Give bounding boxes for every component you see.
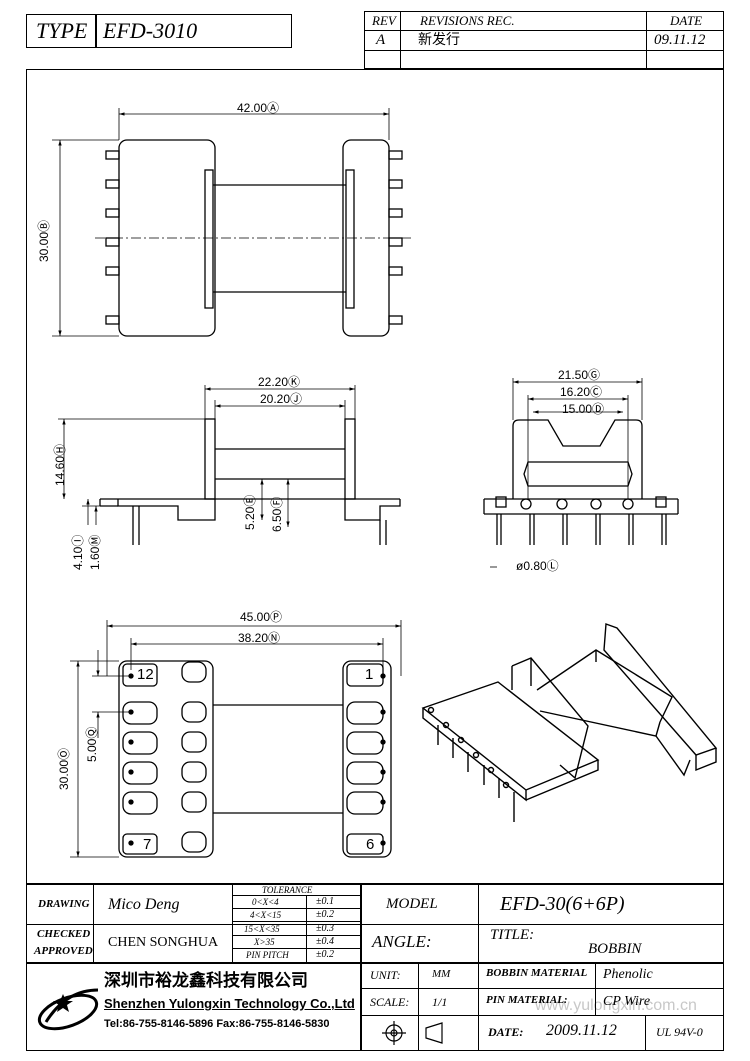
scale-value: 1/1 [432, 995, 448, 1009]
watermark: www.yulongxin.com.cn [535, 997, 697, 1014]
title-value: BOBBIN [588, 941, 642, 957]
rev-label: REV [372, 13, 396, 28]
unit-value: MM [432, 968, 451, 980]
type-divider [95, 14, 97, 48]
tb-line-v3 [360, 884, 362, 1051]
tb-line-v2 [232, 884, 233, 962]
tb-line-v5 [478, 962, 479, 1051]
dim-16-20: 16.20Ⓒ [560, 385, 603, 399]
angle-label: ANGLE: [372, 932, 432, 951]
dim-pin-dia: ø0.80Ⓛ [516, 559, 559, 573]
drawing-frame [26, 69, 724, 884]
drawing-value: Mico Deng [108, 896, 180, 913]
company-name-en: Shenzhen Yulongxin Technology Co.,Ltd [104, 996, 355, 1011]
front-view [483, 378, 679, 568]
tb-line-v4 [478, 884, 479, 962]
rev-col-line-1 [400, 11, 401, 69]
bottom-view [70, 620, 402, 858]
tb-line-h3 [360, 924, 724, 925]
company-name-cn: 深圳市裕龙鑫科技有限公司 [104, 971, 308, 991]
tol-range-3: X>35 [254, 937, 275, 947]
tol-line-h3 [232, 935, 360, 936]
rev-row-line-2 [364, 50, 724, 51]
isometric-view [421, 623, 718, 822]
tol-value-3: ±0.4 [316, 936, 334, 947]
model-value: EFD-30(6+6P) [500, 893, 625, 915]
tol-value-2: ±0.3 [316, 923, 334, 934]
tol-value-0: ±0.1 [316, 896, 334, 907]
dim-22-20: 22.20Ⓚ [258, 375, 301, 389]
tol-range-4: PIN PITCH [246, 950, 289, 960]
tb-line-h4 [360, 988, 724, 989]
company-contact: Tel:86-755-8146-5896 Fax:86-755-8146-583… [104, 1018, 330, 1030]
type-box [26, 14, 292, 48]
tolerance-label: TOLERANCE [262, 885, 313, 895]
type-label: TYPE [36, 18, 88, 43]
date-value: 2009.11.12 [546, 1022, 617, 1039]
revision-text: 新发行 [418, 32, 460, 48]
tb-line-v7 [418, 962, 419, 1051]
pin-material-label: PIN MATERIAL: [486, 994, 568, 1006]
pin-7-label: 7 [143, 836, 152, 853]
revision-table [364, 11, 724, 69]
pin-6-label: 6 [366, 836, 375, 853]
tol-line-h1 [232, 908, 360, 909]
top-view [52, 108, 412, 337]
rev-col-line-2 [646, 11, 647, 69]
dim-21-50: 21.50Ⓖ [558, 368, 601, 382]
ul-rating: UL 94V-0 [656, 1025, 703, 1039]
tol-range-2: 15<X<35 [244, 924, 280, 934]
bobbin-material-value: Phenolic [603, 967, 653, 982]
rev-row-line-1 [364, 30, 724, 31]
tb-line-v1 [93, 884, 94, 962]
tol-value-4: ±0.2 [316, 949, 334, 960]
model-label: MODEL [386, 896, 438, 912]
tol-value-1: ±0.2 [316, 909, 334, 920]
tol-line-h0 [232, 895, 360, 896]
tol-range-0: 0<X<4 [252, 897, 279, 907]
tb-line-h5 [360, 1015, 724, 1016]
rev-date: 09.11.12 [654, 32, 706, 48]
tol-range-1: 4<X<15 [250, 910, 282, 920]
date-label: DATE: [488, 1025, 524, 1039]
tb-line-h1 [26, 924, 360, 925]
scale-label: SCALE: [370, 995, 410, 1009]
dim-42: 42.00Ⓐ [237, 101, 280, 115]
title-block [26, 884, 724, 1051]
approved-value: CHEN SONGHUA [108, 935, 219, 950]
side-view [58, 385, 401, 545]
bobbin-material-label: BOBBIN MATERIAL [486, 967, 588, 979]
approved-label: APPROVED [34, 945, 93, 957]
title-label: TITLE: [490, 927, 535, 943]
pin-material-value: CP Wire [603, 994, 651, 1009]
unit-label: UNIT: [370, 968, 401, 982]
tol-line-h2 [232, 921, 360, 922]
type-value: EFD-3010 [103, 18, 198, 43]
checked-label: CHECKED [37, 928, 91, 940]
rev-value: A [376, 32, 386, 48]
tol-line-v [306, 895, 307, 962]
dim-45: 45.00Ⓟ [240, 610, 283, 624]
tb-line-h2 [26, 962, 724, 964]
dim-38-20: 38.20Ⓝ [238, 631, 281, 645]
pin-12-label: 12 [137, 666, 154, 683]
revisions-label: REVISIONS REC. [420, 13, 515, 28]
tb-line-v8 [645, 1015, 646, 1051]
tb-line-v6 [595, 962, 596, 1015]
dim-20-20: 20.20Ⓙ [260, 392, 303, 406]
dim-15-00: 15.00Ⓓ [562, 402, 605, 416]
tol-line-h4 [232, 948, 360, 949]
drawing-label: DRAWING [38, 898, 90, 910]
pin-1-label: 1 [365, 666, 374, 683]
date-header-label: DATE [670, 13, 703, 28]
